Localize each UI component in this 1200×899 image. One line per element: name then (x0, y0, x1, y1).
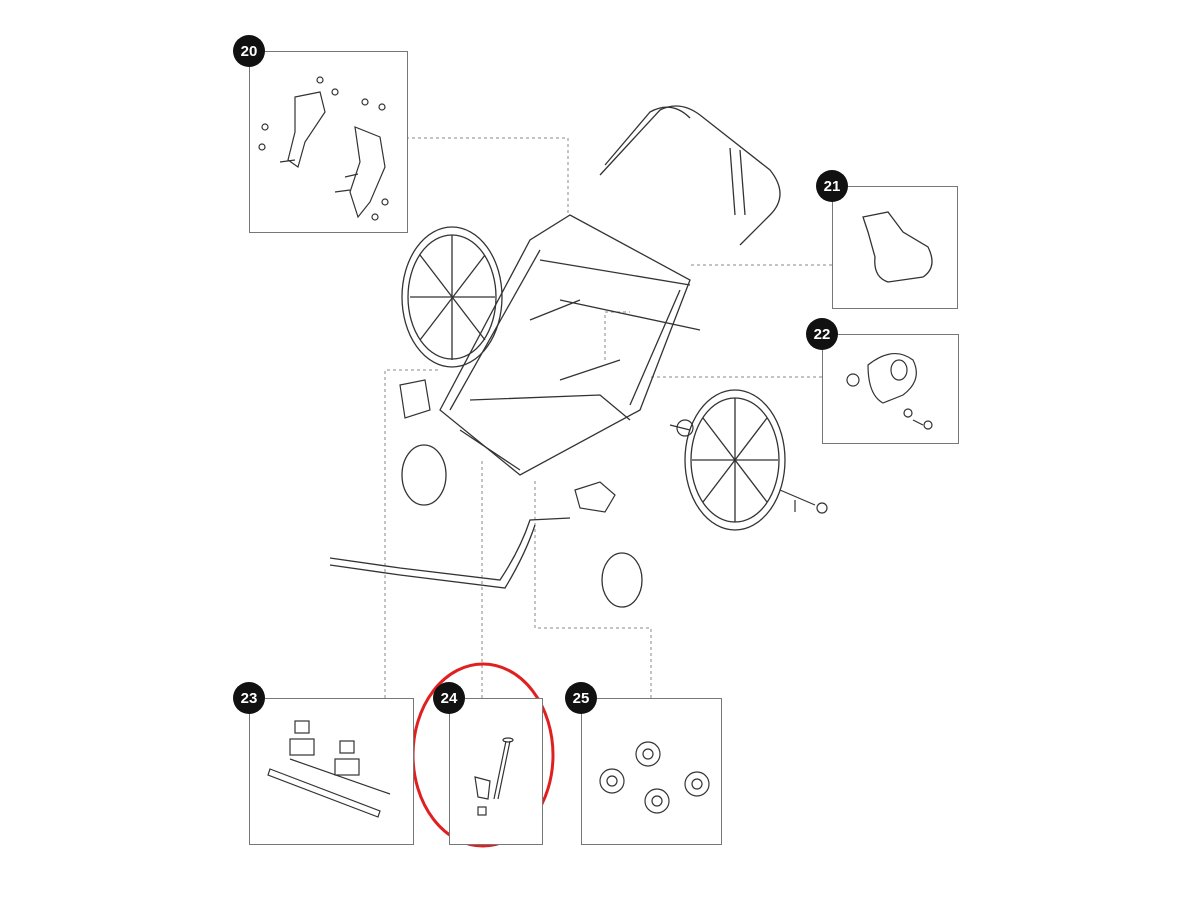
callout-box-21[interactable] (832, 186, 958, 309)
callout-box-20[interactable] (249, 51, 408, 233)
callout-box-25[interactable] (581, 698, 722, 845)
callout-badge-25[interactable]: 25 (565, 682, 597, 714)
brake-handle-icon (862, 211, 933, 283)
callout-badge-22[interactable]: 22 (806, 318, 838, 350)
callout-badge-23[interactable]: 23 (233, 682, 265, 714)
loose-parts (399, 379, 828, 514)
stroller-frame (329, 105, 781, 589)
callout-box-22[interactable] (822, 334, 959, 444)
callout-box-24[interactable] (449, 698, 543, 845)
callout-badge-21[interactable]: 21 (816, 170, 848, 202)
pin-parts-icon (474, 737, 514, 816)
leader-lines (384, 137, 832, 698)
callout-badge-20[interactable]: 20 (233, 35, 265, 67)
wheel-mount-parts-icon (599, 741, 710, 814)
callout-box-23[interactable] (249, 698, 414, 845)
callout-badge-24[interactable]: 24 (433, 682, 465, 714)
hub-parts-icon (846, 353, 933, 430)
wheels (401, 226, 786, 608)
plate-parts-icon (267, 720, 391, 818)
bracket-parts-icon (258, 76, 389, 221)
